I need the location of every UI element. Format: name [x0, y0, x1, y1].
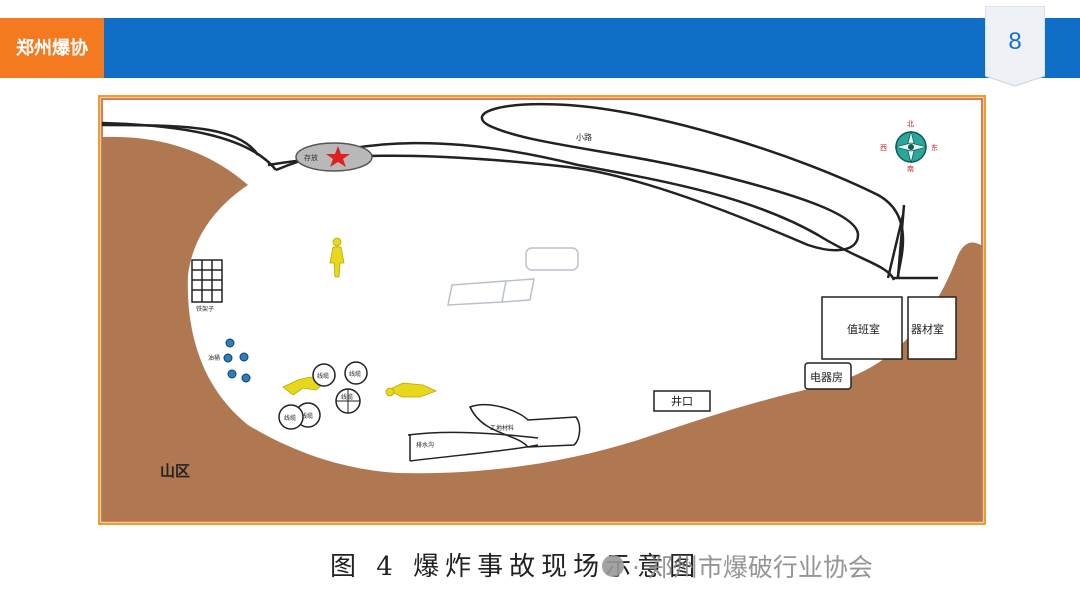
compass-south: 南 [907, 164, 914, 173]
accident-scene-diagram: 存放 小路 北 东 南 西 铁架子 油桶 [97, 94, 987, 526]
compass-east: 东 [931, 143, 938, 152]
watermark-text: · 郑州市爆破行业协会 [632, 553, 873, 582]
cable-label-5: 线缆 [284, 414, 296, 422]
warehouse-label: 存放 [304, 153, 318, 162]
wechat-icon [602, 555, 624, 577]
header-bar [104, 18, 1080, 78]
compass-west: 西 [880, 144, 887, 152]
mountain-label: 山区 [160, 462, 190, 480]
cable-reel-5 [278, 404, 304, 430]
slide-header: 郑州爆协 [0, 18, 1080, 78]
figure-caption: 图 4 爆炸事故现场示意图 [330, 552, 702, 582]
road-loop [101, 103, 905, 278]
vehicle-icon-2 [525, 247, 579, 271]
electric-room-label: 电器房 [810, 371, 843, 384]
cable-label-4: 线缆 [301, 412, 313, 420]
well-label: 井口 [671, 394, 693, 408]
equipment-room-box [907, 296, 957, 360]
scene-map: 存放 小路 北 东 南 西 铁架子 油桶 [97, 94, 987, 526]
cable-label-1: 线缆 [317, 372, 329, 380]
rack-icon [191, 259, 223, 303]
drainage-label: 排水沟 [416, 441, 434, 449]
drainage-outline [407, 431, 539, 462]
road-edge [886, 204, 938, 280]
rack-label: 铁架子 [196, 305, 214, 313]
duty-room-label: 值班室 [847, 322, 880, 336]
star-icon [326, 146, 350, 167]
road-label: 小路 [576, 132, 592, 142]
cable-label-3: 线缆 [341, 393, 353, 401]
vehicle-icon-1 [447, 278, 535, 306]
electric-room-box [804, 362, 852, 390]
person-lying-icon-2 [385, 382, 438, 398]
equipment-room-label: 器材室 [911, 322, 944, 336]
cable-reel-2 [344, 361, 368, 385]
duty-room-box [821, 296, 903, 360]
materials-label: 工地材料 [490, 424, 514, 432]
oil-drums-icon [223, 338, 251, 383]
materials-outline [468, 403, 581, 448]
person-standing-icon [329, 237, 345, 278]
well-box [653, 390, 711, 412]
page-number: 8 [1008, 28, 1022, 55]
page-number-tab: 8 [984, 5, 1051, 87]
oil-drums-label: 油桶 [208, 354, 220, 362]
cable-label-2: 线缆 [349, 370, 361, 378]
mountain-terrain [102, 136, 982, 521]
compass-north: 北 [907, 120, 914, 128]
watermark: · 郑州市爆破行业协会 [602, 548, 873, 584]
compass-rose-icon [894, 130, 928, 164]
cable-reel-1 [312, 363, 336, 387]
brand-label: 郑州爆协 [0, 18, 104, 78]
